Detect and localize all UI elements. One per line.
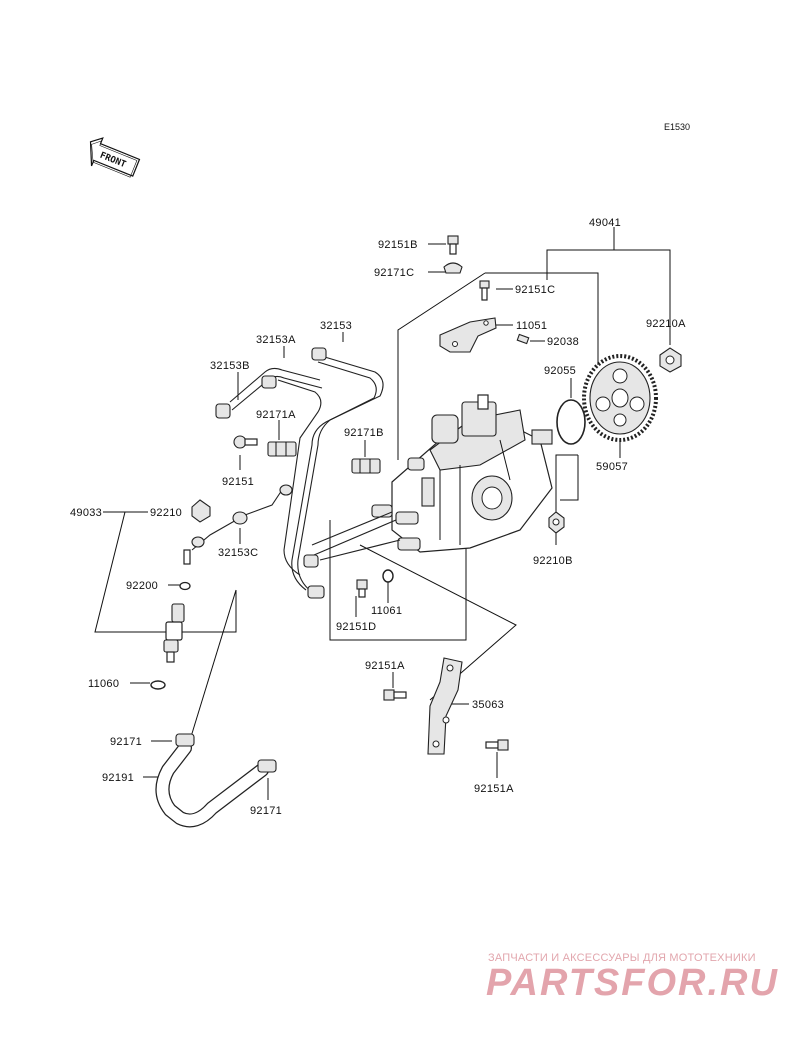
label-92151d: 92151D bbox=[336, 621, 376, 633]
label-92210: 92210 bbox=[150, 507, 182, 519]
label-92171a: 92171A bbox=[256, 409, 296, 421]
label-92055: 92055 bbox=[544, 365, 576, 377]
bolt-92151a-bottom-icon bbox=[485, 739, 509, 751]
label-11051: 11051 bbox=[516, 320, 547, 332]
front-arrow-icon: FRONT bbox=[89, 137, 141, 178]
label-49033: 49033 bbox=[70, 507, 102, 519]
watermark-logo: PARTSFOR.RU bbox=[486, 962, 779, 1004]
label-92171b: 92171B bbox=[344, 427, 384, 439]
label-92038: 92038 bbox=[547, 336, 579, 348]
bolt-92151c-icon bbox=[479, 280, 490, 301]
oring-92055-icon bbox=[556, 399, 586, 445]
injection-pipes-32153-icon bbox=[215, 347, 401, 599]
injection-pump-icon bbox=[371, 394, 553, 553]
part-labels: 49041 92151B 92171C 92151C 11051 92038 9… bbox=[70, 217, 686, 817]
nut-92210-icon bbox=[191, 499, 211, 523]
label-92151c: 92151C bbox=[515, 284, 555, 296]
clamp-92171b-icon bbox=[351, 458, 381, 474]
key-92038-icon bbox=[516, 333, 530, 345]
label-92210a: 92210A bbox=[646, 318, 686, 330]
label-92171-left: 92171 bbox=[110, 736, 142, 748]
label-92210b: 92210B bbox=[533, 555, 573, 567]
return-pipe-32153c-icon bbox=[183, 484, 293, 565]
watermark-caption: ЗАПЧАСТИ И АКСЕССУАРЫ ДЛЯ МОТОТЕХНИКИ bbox=[488, 952, 756, 964]
bracket-11051-icon bbox=[439, 317, 497, 353]
bracket-35063-icon bbox=[427, 657, 463, 755]
hose-clamp-92171-left-icon bbox=[175, 733, 195, 747]
washer-11061-icon bbox=[382, 569, 394, 583]
label-32153a: 32153A bbox=[256, 334, 296, 346]
banjo-bolt-92151-icon bbox=[233, 435, 258, 449]
label-11060: 11060 bbox=[88, 678, 119, 690]
label-92191: 92191 bbox=[102, 772, 134, 784]
label-49041: 49041 bbox=[589, 217, 621, 229]
label-32153c: 32153C bbox=[218, 547, 258, 559]
clamp-92171a-icon bbox=[267, 441, 297, 457]
bolt-92151a-top-icon bbox=[383, 689, 407, 701]
gear-59057-icon bbox=[582, 354, 658, 442]
label-32153b: 32153B bbox=[210, 360, 250, 372]
nut-92210a-icon bbox=[659, 347, 682, 373]
label-92151: 92151 bbox=[222, 476, 254, 488]
label-92151b: 92151B bbox=[378, 239, 418, 251]
label-92171-bottom: 92171 bbox=[250, 805, 282, 817]
label-59057: 59057 bbox=[596, 461, 628, 473]
hose-clamp-92171-bottom-icon bbox=[257, 759, 277, 773]
label-32153: 32153 bbox=[320, 320, 352, 332]
hose-92191-icon bbox=[155, 741, 269, 828]
label-92151a-top: 92151A bbox=[365, 660, 405, 672]
injector-nozzle-icon bbox=[163, 603, 185, 663]
label-11061: 11061 bbox=[371, 605, 402, 617]
label-92200: 92200 bbox=[126, 580, 158, 592]
nut-92210b-icon bbox=[548, 511, 565, 534]
bolt-92151b-icon bbox=[447, 235, 459, 255]
washer-11060-icon bbox=[150, 680, 166, 690]
label-92151a-bottom: 92151A bbox=[474, 783, 514, 795]
label-35063: 35063 bbox=[472, 699, 504, 711]
diagram-code: E1530 bbox=[664, 122, 690, 132]
label-92171c: 92171C bbox=[374, 267, 414, 279]
washer-92200-icon bbox=[179, 581, 191, 591]
bolt-92151d-icon bbox=[356, 579, 368, 598]
clip-92171c-icon bbox=[443, 262, 463, 274]
